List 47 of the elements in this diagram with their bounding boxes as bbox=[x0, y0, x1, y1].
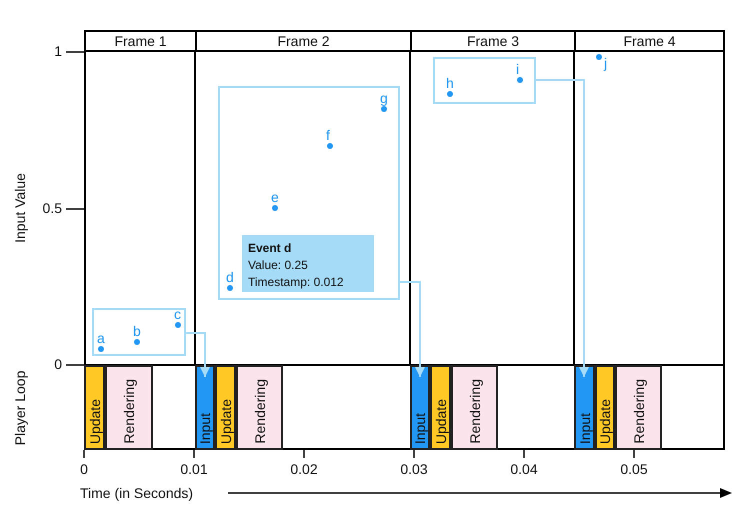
event-group-box bbox=[218, 86, 400, 300]
point-label: g bbox=[380, 91, 388, 105]
tick-label: 0 bbox=[80, 461, 88, 477]
point-label: i bbox=[516, 62, 520, 76]
frame-header: Frame 1 bbox=[84, 30, 195, 52]
point-label: e bbox=[271, 190, 279, 204]
point-label: h bbox=[446, 76, 454, 90]
point-label: f bbox=[326, 128, 330, 142]
tick-label: 0.04 bbox=[510, 461, 538, 477]
event-group-box bbox=[92, 308, 186, 356]
tick-label: 0.05 bbox=[620, 461, 648, 477]
phase-bar: Rendering bbox=[615, 365, 662, 450]
axis-title: Player Loop bbox=[12, 370, 28, 446]
arrow bbox=[536, 79, 589, 377]
point-label: d bbox=[226, 270, 234, 284]
phase-bar: Update bbox=[430, 365, 451, 450]
tick-label: 1 bbox=[54, 43, 62, 59]
tick-label: 0.5 bbox=[42, 200, 62, 216]
tooltip-title: Event d bbox=[248, 240, 292, 257]
frame-header: Frame 4 bbox=[574, 30, 725, 52]
tick-label: 0.03 bbox=[400, 461, 428, 477]
phase-bar: Update bbox=[595, 365, 615, 450]
phase-bar: Input bbox=[195, 365, 215, 450]
phase-bar: Rendering bbox=[236, 365, 283, 450]
axis-title: Time (in Seconds) bbox=[80, 485, 194, 501]
axis-title: Input Value bbox=[12, 173, 28, 243]
tick-label: 0.01 bbox=[180, 461, 208, 477]
tick-label: 0.02 bbox=[290, 461, 318, 477]
phase-bar: Update bbox=[215, 365, 236, 450]
frame-header: Frame 3 bbox=[410, 30, 574, 52]
point-label: j bbox=[604, 56, 608, 70]
frame-header: Frame 2 bbox=[195, 30, 410, 52]
phase-bar: Rendering bbox=[105, 365, 153, 450]
tooltip-text: Timestamp: 0.012 bbox=[248, 274, 345, 291]
phase-bar: Input bbox=[574, 365, 595, 450]
phase-bar: Rendering bbox=[451, 365, 498, 450]
event-tooltip bbox=[242, 235, 374, 292]
phase-bar: Input bbox=[410, 365, 430, 450]
point-label: b bbox=[133, 324, 141, 338]
phase-bar: Update bbox=[84, 365, 105, 450]
point-label: a bbox=[97, 331, 105, 345]
point-label: c bbox=[174, 307, 181, 321]
tooltip-text: Value: 0.25 bbox=[248, 257, 309, 274]
tick-label: 0 bbox=[54, 356, 62, 372]
arrow bbox=[186, 332, 210, 377]
arrow bbox=[400, 281, 425, 377]
event-group-box bbox=[433, 57, 536, 104]
